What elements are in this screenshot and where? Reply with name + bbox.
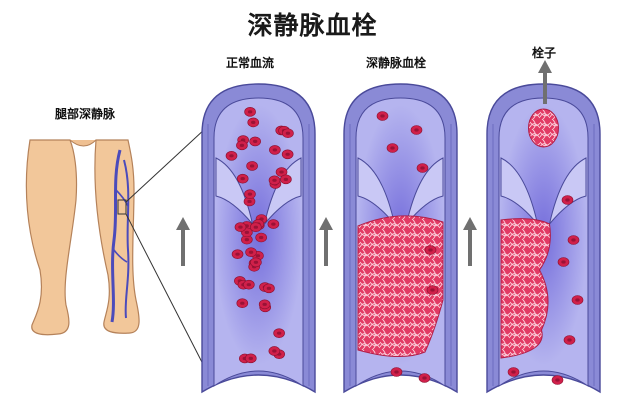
blood-clot — [357, 215, 444, 358]
embolus-label: 栓子 — [532, 46, 557, 60]
zoom-region-marker — [117, 199, 127, 215]
embolus-arrow-icon — [538, 60, 552, 104]
vessel-normal — [201, 83, 316, 394]
normal-flow-label: 正常血流 — [226, 56, 275, 70]
flow-arrow-icon — [463, 217, 477, 266]
blood-clot — [500, 218, 551, 359]
dvt-label: 深静脉血栓 — [366, 56, 427, 70]
vessel-dvt — [343, 83, 458, 394]
flow-arrow-icon — [176, 217, 190, 266]
legs-illustration — [25, 127, 207, 371]
embolus-clump — [528, 108, 559, 148]
page-title: 深静脉血栓 — [247, 11, 378, 40]
leg-deep-vein-label: 腿部深静脉 — [55, 107, 116, 121]
flow-arrow-icon — [319, 217, 333, 266]
vessel-embolus — [486, 83, 601, 394]
